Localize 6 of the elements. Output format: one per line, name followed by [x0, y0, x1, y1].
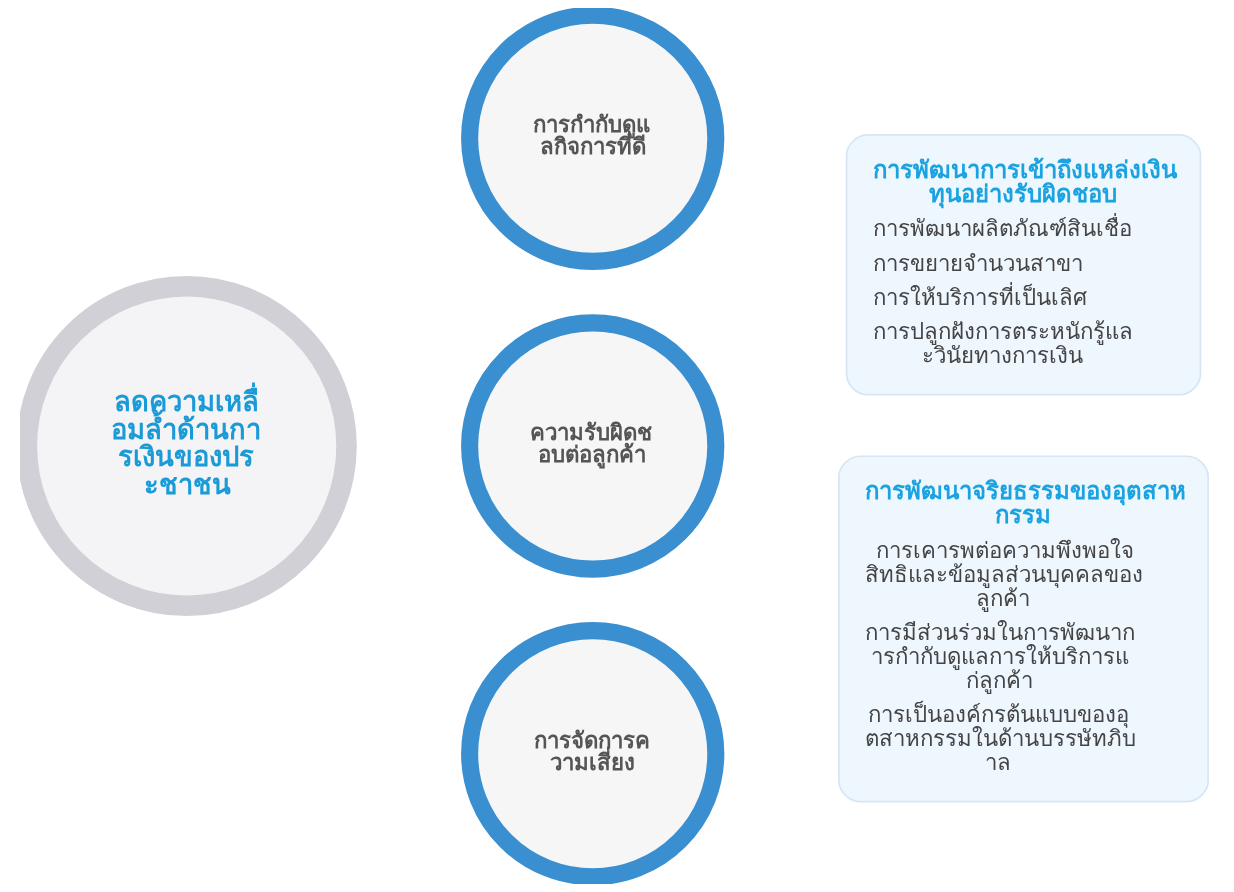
node-circle: การจัดการความเสี่ยง: [460, 622, 724, 884]
node-circle: ลดความเหลื่อมล้ำด้านการเงินของประชาชน: [19, 275, 357, 617]
node-circle: ความรับผิดชอบต่อลูกค้า: [460, 314, 724, 578]
node-circle: การกำกับดูแลกิจการที่ดี: [460, 8, 724, 270]
node-box: การพัฒนาการเข้าถึงแหล่งเงินทุนอย่างรับผิดชอบ การพัฒนาผลิตภัณฑ์สินเชื่อ การขยายจำนวนสาขา การให้บริการที่เป็นเลิศ การปลูกฝังการตระหนักรู้และวินัยทางการเงิน: [845, 134, 1201, 396]
node-box: การพัฒนาจริยธรรมของอุตสาหกรรม การเคารพต่อความพึงพอใจสิทธิและข้อมูลส่วนบุคคลของลูกค้า การมีส่วนร่วมในการพัฒนาการกำกับดูแลการให้บริการแก่ลูกค้า การเป็นองค์กรต้นแบบของอุตสาหกรรมในด้านบรรษัทภิบาล: [837, 455, 1209, 803]
